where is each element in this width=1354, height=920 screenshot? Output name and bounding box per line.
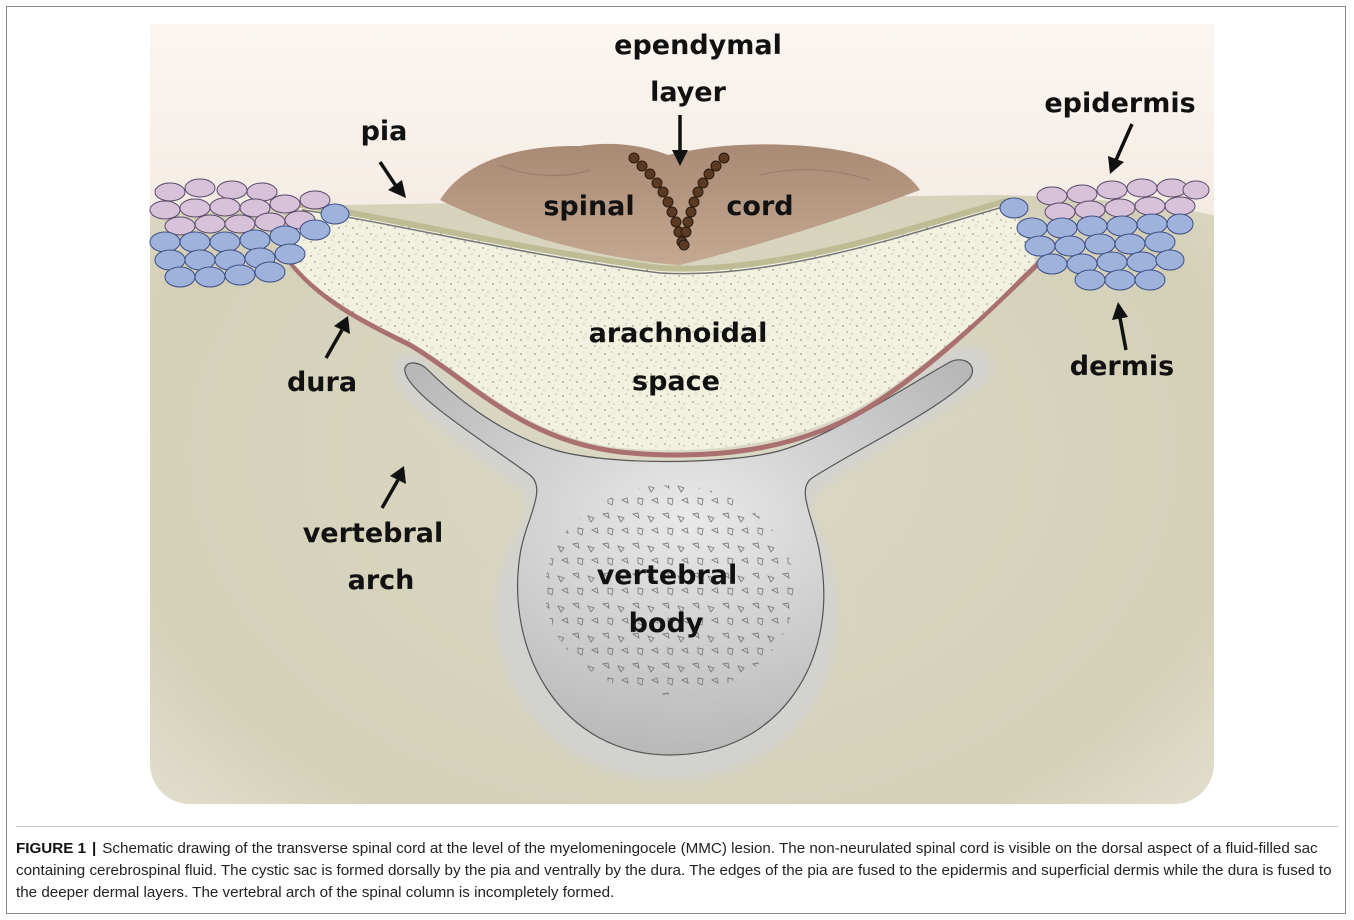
label-dura: dura <box>287 367 357 398</box>
label-dermis: dermis <box>1070 351 1174 382</box>
caption-separator: | <box>92 840 96 857</box>
label-epidermis: epidermis <box>1044 88 1195 119</box>
label-pia: pia <box>361 116 408 147</box>
label-space: space <box>632 366 720 397</box>
figure-caption: FIGURE 1 |Schematic drawing of the transv… <box>16 838 1334 904</box>
label-ependymal: ependymal <box>614 30 782 61</box>
label-vertebral-body-1: vertebral <box>597 560 738 591</box>
caption-label: FIGURE 1 <box>16 840 86 857</box>
caption-text: Schematic drawing of the transverse spin… <box>16 840 1332 901</box>
label-vertebral-arch-2: arch <box>348 565 415 596</box>
mmc-diagram: ependymal layer pia epidermis spinal cor… <box>0 0 1354 826</box>
caption-divider <box>16 826 1338 827</box>
label-arachnoidal: arachnoidal <box>589 318 768 349</box>
label-spinal: spinal <box>543 191 634 222</box>
label-layer: layer <box>650 77 727 108</box>
label-cord: cord <box>726 191 793 222</box>
label-vertebral-body-2: body <box>629 608 704 639</box>
label-vertebral-arch-1: vertebral <box>303 518 444 549</box>
